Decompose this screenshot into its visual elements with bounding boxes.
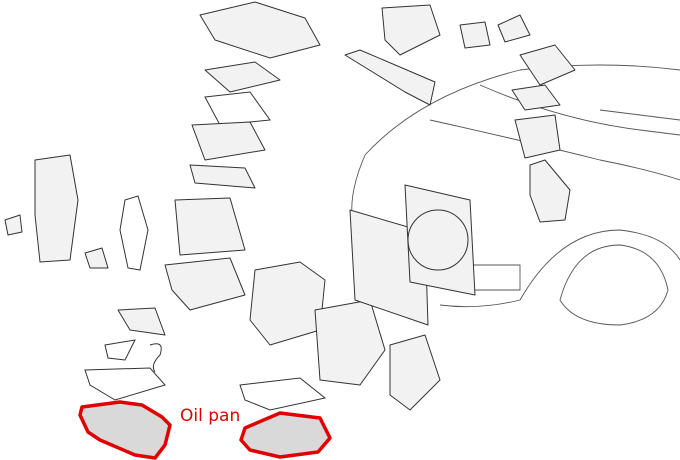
cylinder-block bbox=[174, 197, 246, 256]
cylinder-head-gasket bbox=[189, 164, 256, 189]
oil-pipe bbox=[149, 343, 162, 373]
oil-baffle bbox=[117, 307, 166, 336]
timing-cover bbox=[34, 154, 79, 263]
oil-strainer bbox=[104, 339, 136, 361]
engine-shroud bbox=[344, 49, 436, 106]
engine-cover bbox=[199, 1, 321, 59]
transmission-case bbox=[249, 261, 326, 346]
engine-oil-pan bbox=[78, 400, 172, 460]
intake-manifold bbox=[381, 4, 441, 56]
bracket bbox=[84, 247, 109, 269]
fan-blades bbox=[407, 209, 469, 271]
car-front-outline bbox=[351, 64, 680, 326]
cooling-fan bbox=[404, 184, 476, 296]
air-hose bbox=[497, 14, 531, 43]
air-box-lower bbox=[514, 114, 561, 159]
air-filter bbox=[511, 84, 561, 111]
transmission-oil-pan bbox=[239, 411, 332, 459]
oil-pan-gasket-engine bbox=[84, 367, 166, 401]
valve-cover-gasket bbox=[204, 91, 271, 126]
transaxle-cover bbox=[389, 334, 441, 411]
lower-crankcase bbox=[164, 257, 246, 311]
valve-cover bbox=[204, 61, 281, 93]
oil-pan-label: Oil pan bbox=[180, 406, 241, 426]
timing-chain bbox=[119, 195, 149, 271]
pulley bbox=[4, 214, 23, 236]
transmission-housing bbox=[314, 299, 386, 386]
air-filter-box bbox=[519, 44, 576, 86]
coolant-reservoir bbox=[529, 159, 571, 223]
oil-pan-gasket-transmission bbox=[239, 377, 327, 411]
camshaft-carrier bbox=[191, 121, 266, 161]
throttle-body bbox=[459, 21, 491, 49]
